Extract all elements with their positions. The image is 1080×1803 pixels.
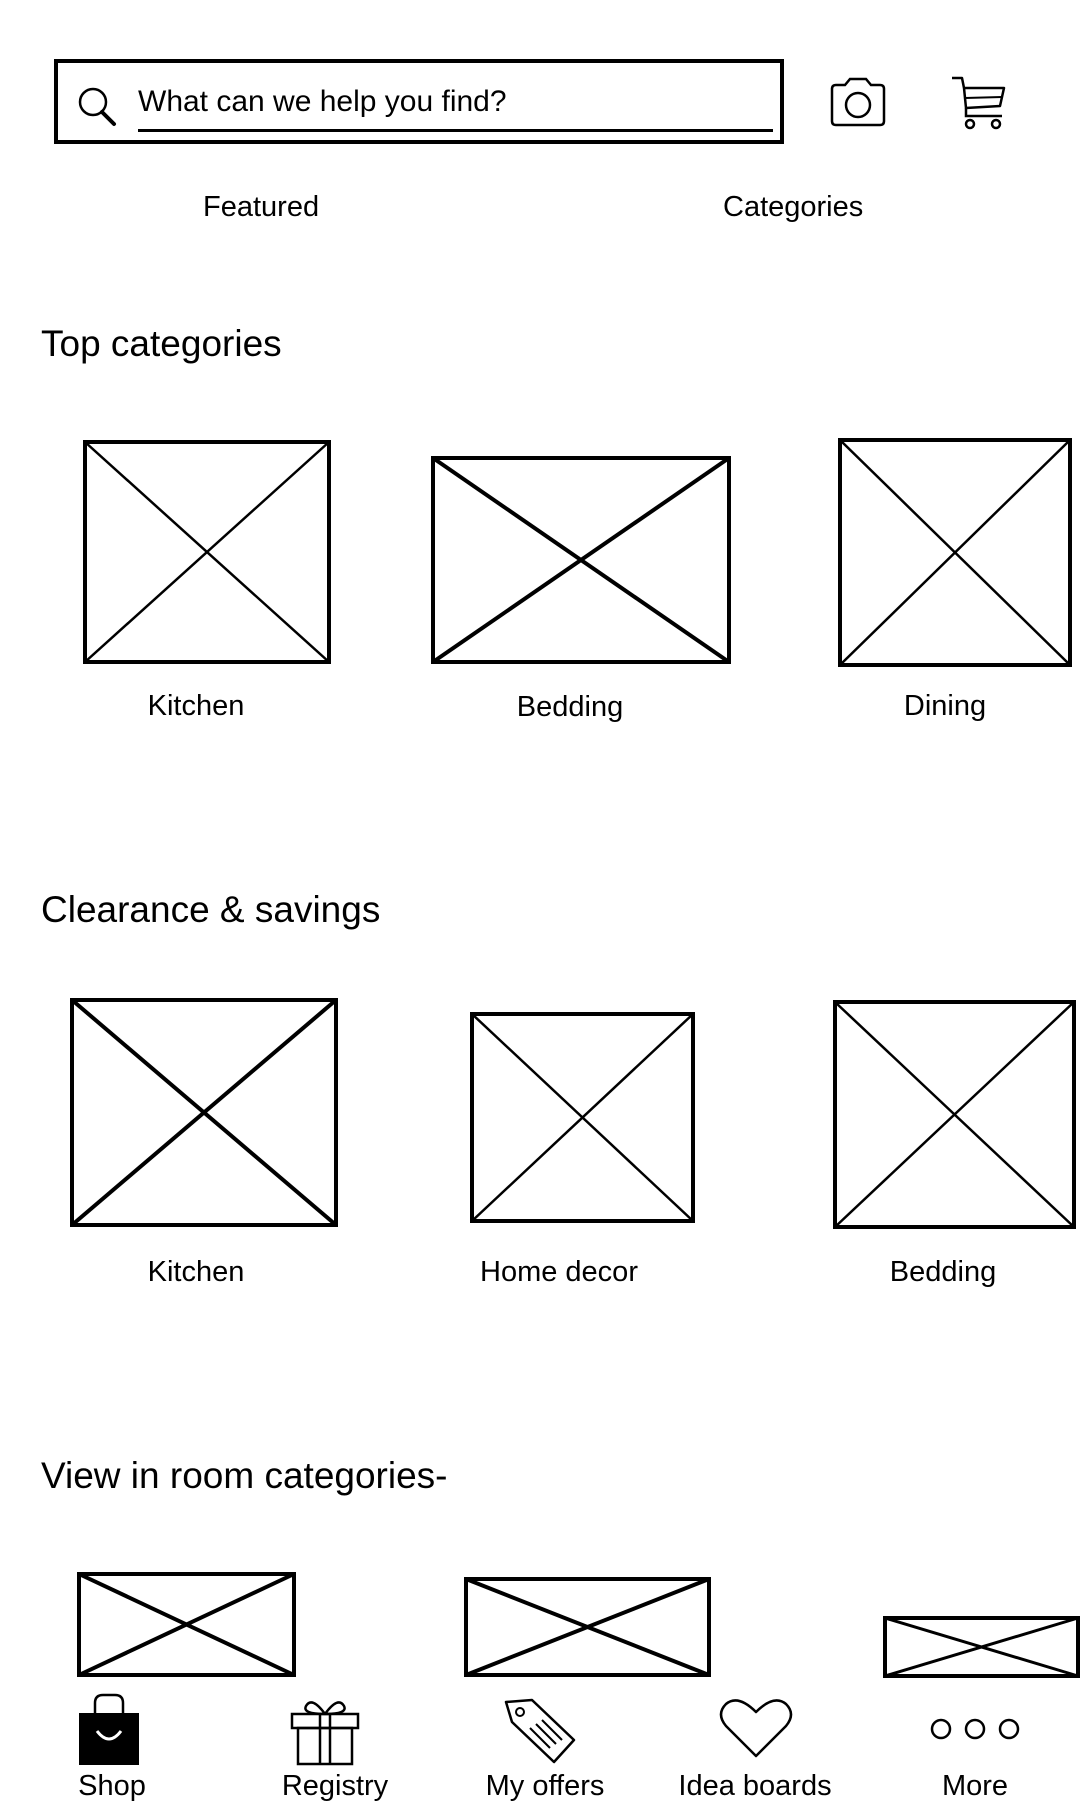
- clearance-label-home-decor[interactable]: Home decor: [480, 1256, 638, 1288]
- nav-idea-boards[interactable]: Idea boards: [678, 1690, 832, 1802]
- heart-icon: [719, 1699, 793, 1758]
- clearance-label-bedding[interactable]: Bedding: [889, 1256, 997, 1288]
- nav-more-label: More: [941, 1770, 1009, 1802]
- room-category-image-3[interactable]: [883, 1616, 1080, 1678]
- nav-idea-boards-label: Idea boards: [678, 1770, 832, 1802]
- shopping-bag-icon: [79, 1693, 139, 1765]
- search-icon: [78, 87, 116, 126]
- room-category-image-1[interactable]: [77, 1572, 296, 1677]
- clearance-image-bedding[interactable]: [833, 1000, 1076, 1229]
- tab-featured[interactable]: Featured: [203, 191, 320, 223]
- top-category-label-bedding[interactable]: Bedding: [516, 691, 624, 723]
- search-input[interactable]: What can we help you find?: [138, 85, 507, 118]
- nav-more[interactable]: More: [920, 1690, 1030, 1802]
- top-category-image-kitchen[interactable]: [83, 440, 331, 664]
- room-category-image-2[interactable]: [464, 1577, 711, 1677]
- nav-registry-label: Registry: [281, 1770, 389, 1802]
- top-category-image-dining[interactable]: [838, 438, 1072, 667]
- clearance-image-kitchen[interactable]: [70, 998, 338, 1227]
- nav-registry[interactable]: Registry: [270, 1690, 400, 1802]
- more-dots-icon: [930, 1718, 1020, 1740]
- cart-icon[interactable]: [950, 74, 1008, 132]
- clearance-label-kitchen[interactable]: Kitchen: [147, 1256, 245, 1288]
- top-categories-title: Top categories: [41, 323, 282, 364]
- nav-shop-label: Shop: [78, 1770, 146, 1802]
- tab-categories[interactable]: Categories: [723, 191, 864, 223]
- top-category-label-dining[interactable]: Dining: [903, 690, 987, 722]
- nav-shop[interactable]: Shop: [62, 1690, 162, 1802]
- clearance-image-home-decor[interactable]: [470, 1012, 695, 1223]
- top-category-image-bedding[interactable]: [431, 456, 731, 664]
- bottom-nav: Shop Registry My offers Idea boards: [0, 1690, 1080, 1802]
- tag-icon: [504, 1698, 576, 1764]
- nav-my-offers-label: My offers: [485, 1770, 605, 1802]
- search-bar[interactable]: What can we help you find?: [54, 59, 784, 144]
- gift-icon: [290, 1701, 360, 1766]
- camera-icon[interactable]: [828, 77, 888, 129]
- top-category-label-kitchen[interactable]: Kitchen: [147, 690, 245, 722]
- clearance-title: Clearance & savings: [41, 889, 381, 930]
- nav-my-offers[interactable]: My offers: [486, 1690, 604, 1802]
- search-underline: [138, 129, 773, 132]
- view-in-room-title: View in room categories-: [41, 1455, 448, 1496]
